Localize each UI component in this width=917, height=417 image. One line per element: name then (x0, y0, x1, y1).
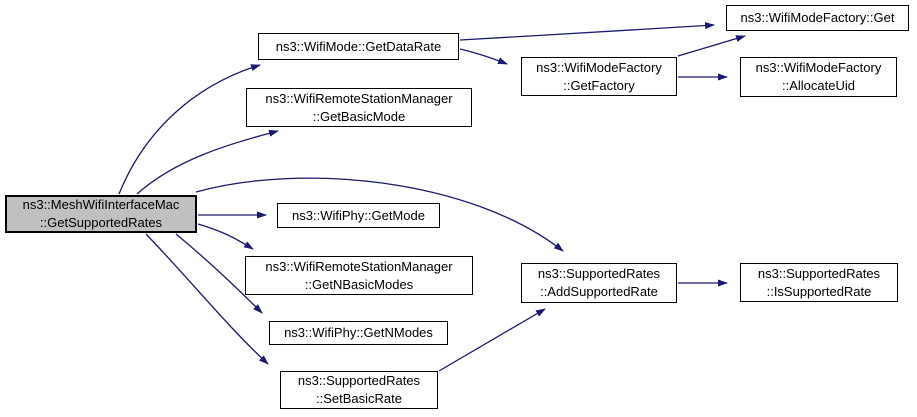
node-supported-rates-set-basic-rate[interactable]: ns3::SupportedRates ::SetBasicRate (280, 371, 438, 409)
node-wifi-remote-station-manager-get-basic-mode[interactable]: ns3::WifiRemoteStationManager ::GetBasic… (246, 88, 472, 127)
node-mesh-wifi-interface-mac-get-supported-rates[interactable]: ns3::MeshWifiInterfaceMac ::GetSupported… (5, 195, 197, 233)
node-wifi-mode-factory-allocate-uid[interactable]: ns3::WifiModeFactory ::AllocateUid (740, 57, 897, 97)
node-wifimode-get-data-rate[interactable]: ns3::WifiMode::GetDataRate (258, 33, 459, 60)
edge-main-to-getdatarate (118, 64, 261, 195)
edge-setbasicrate-to-addsupportedrate (438, 308, 546, 372)
edge-main-to-getbasicmode (136, 129, 279, 195)
edge-main-to-setbasicrate (145, 233, 269, 365)
node-supported-rates-add-supported-rate[interactable]: ns3::SupportedRates ::AddSupportedRate (521, 263, 677, 303)
edge-getfactory-to-get (677, 35, 746, 57)
edge-main-to-getnbasicmodes (197, 223, 254, 250)
edge-main-to-getnmodes (175, 233, 263, 314)
edge-getdatarate-to-get (459, 22, 715, 41)
edge-main-to-addsupportedrate (195, 177, 564, 252)
node-wifiphy-get-mode[interactable]: ns3::WifiPhy::GetMode (277, 203, 440, 228)
node-wifi-mode-factory-get-factory[interactable]: ns3::WifiModeFactory ::GetFactory (521, 57, 677, 96)
node-wifi-remote-station-manager-get-n-basic-modes[interactable]: ns3::WifiRemoteStationManager ::GetNBasi… (245, 256, 473, 295)
edge-getdatarate-to-getfactory (459, 48, 508, 65)
node-supported-rates-is-supported-rate[interactable]: ns3::SupportedRates ::IsSupportedRate (740, 263, 898, 302)
node-wifiphy-get-n-modes[interactable]: ns3::WifiPhy::GetNModes (269, 321, 448, 345)
node-wifi-mode-factory-get[interactable]: ns3::WifiModeFactory::Get (726, 5, 909, 31)
